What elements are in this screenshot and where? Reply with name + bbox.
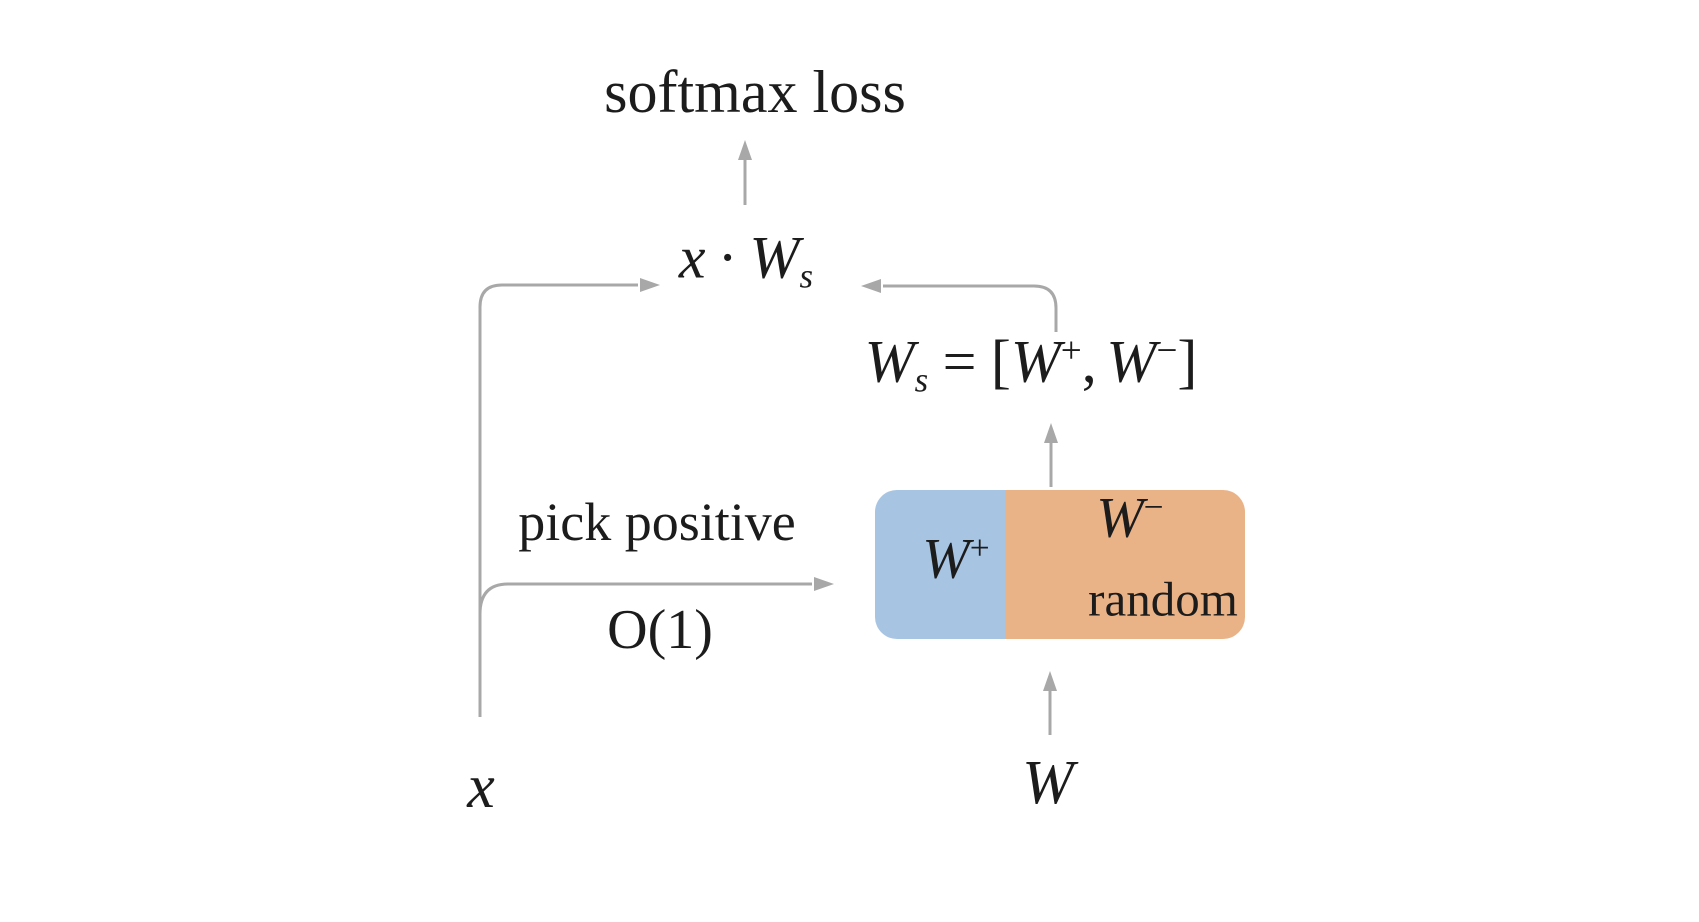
negative-weights-block — [1005, 490, 1245, 639]
logits-w-subscript: s — [799, 256, 814, 296]
arrow-right-icon — [640, 278, 660, 292]
edge-logits-to-loss — [738, 140, 752, 205]
dot-operator: · — [717, 224, 738, 291]
arrow-up-icon — [1044, 423, 1058, 443]
open-bracket: [ — [990, 328, 1011, 395]
edge-weight-box-to-equation — [1044, 423, 1058, 487]
arrow-left-icon — [861, 279, 881, 293]
edge-x-to-weight-box — [478, 577, 834, 615]
logits-expression: x·Ws — [679, 228, 813, 295]
weights-w-label: W — [1022, 749, 1074, 817]
equation-label: Ws=[W+,W−] — [864, 328, 1198, 400]
weight-box — [875, 490, 1245, 639]
random-note-label: random — [1088, 571, 1238, 627]
edge-equation-to-logits — [861, 279, 1058, 332]
positive-weights-block — [875, 490, 1005, 639]
logits-x: x — [678, 224, 706, 291]
close-bracket: ] — [1177, 328, 1198, 395]
arrow-right-icon — [814, 577, 834, 591]
negative-weights-label: W− — [1096, 486, 1164, 550]
arrow-up-icon — [738, 140, 752, 160]
logits-w: W — [749, 224, 800, 291]
minus-superscript: − — [1156, 330, 1178, 372]
positive-weights-label: W+ — [922, 527, 990, 591]
pick-positive-label: pick positive — [518, 492, 796, 552]
edge-w-to-weight-box — [1043, 671, 1057, 735]
input-x-label: x — [467, 753, 495, 821]
plus-superscript: + — [1060, 330, 1082, 372]
complexity-label: O(1) — [607, 599, 713, 661]
softmax-loss-label: softmax loss — [604, 59, 906, 125]
equals-sign: = — [942, 328, 977, 395]
edge-x-to-logits — [478, 278, 660, 717]
comma: , — [1081, 328, 1097, 395]
arrow-up-icon — [1043, 671, 1057, 691]
